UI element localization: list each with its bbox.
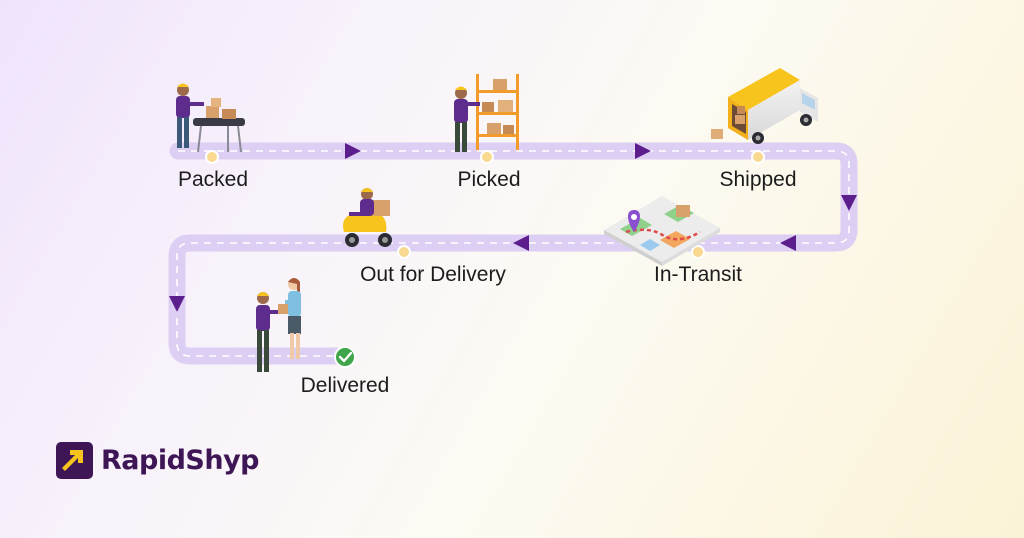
map-location-pin-icon	[604, 196, 720, 266]
stage-label-shipped: Shipped	[719, 168, 797, 191]
stage-markers	[205, 150, 765, 259]
package-handover-icon	[256, 278, 301, 372]
brand-name: RapidShyp	[101, 444, 260, 476]
stage-marker	[397, 245, 411, 259]
worker-packing-conveyor-icon	[176, 83, 245, 153]
arrow-down-icon	[169, 296, 185, 312]
arrow-down-icon	[841, 195, 857, 211]
stage-label-delivered: Delivered	[300, 374, 390, 397]
journey-track-dashes	[176, 150, 850, 357]
courier-scooter-icon	[343, 188, 392, 247]
check-circle-icon	[334, 346, 356, 368]
arrow-right-icon	[635, 143, 651, 159]
stage-label-packed: Packed	[177, 168, 249, 191]
stage-label-out-for-delivery: Out for Delivery	[360, 263, 506, 286]
brand-logo: RapidShyp	[56, 440, 260, 480]
stage-marker	[480, 150, 494, 164]
arrow-right-icon	[345, 143, 361, 159]
stage-label-in-transit: In-Transit	[654, 263, 742, 286]
arrow-up-right-logo-icon	[56, 441, 93, 479]
stage-label-picked: Picked	[457, 168, 521, 191]
worker-picking-shelf-icon	[454, 74, 519, 152]
arrow-left-icon	[780, 235, 796, 251]
stage-marker	[205, 150, 219, 164]
stage-marker	[751, 150, 765, 164]
delivery-truck-icon	[711, 68, 818, 144]
arrow-left-icon	[513, 235, 529, 251]
direction-arrows	[169, 143, 857, 312]
stage-marker	[691, 245, 705, 259]
